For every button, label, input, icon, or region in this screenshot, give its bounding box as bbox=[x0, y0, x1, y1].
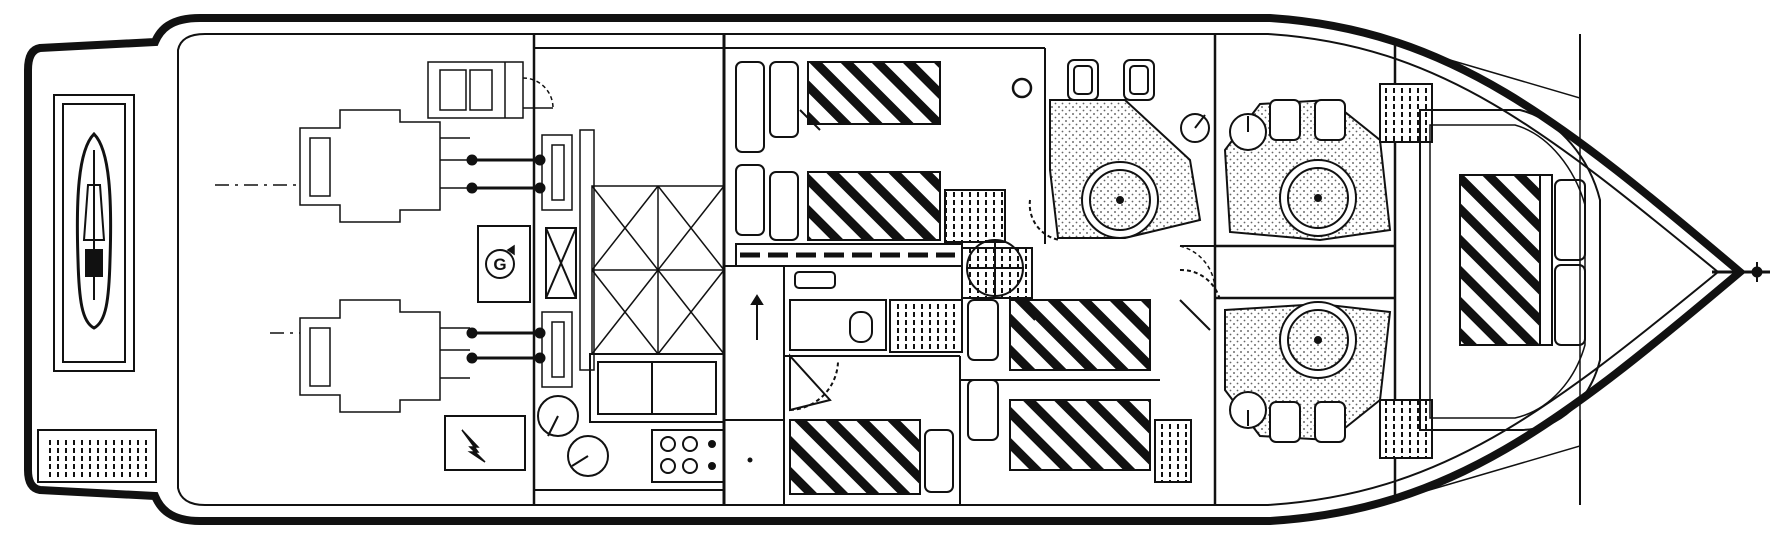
jet-ski-icon bbox=[75, 131, 113, 330]
generator-unit bbox=[427, 61, 554, 119]
port-engine bbox=[299, 109, 470, 223]
gearboxes bbox=[541, 134, 573, 388]
engine-room: G bbox=[215, 34, 725, 505]
lightning-icon bbox=[444, 415, 526, 471]
starboard-engine bbox=[299, 299, 470, 413]
stairs-arrow-icon bbox=[750, 294, 764, 340]
heads bbox=[1049, 59, 1392, 443]
closets bbox=[1379, 83, 1433, 459]
tank-area bbox=[591, 185, 725, 355]
anchor-icon bbox=[1712, 262, 1770, 282]
generator-label: G bbox=[493, 255, 506, 274]
mid-cabins bbox=[960, 48, 1221, 483]
forward-cabin bbox=[1394, 34, 1601, 505]
aft-cabins bbox=[724, 47, 1061, 505]
fuel-tanks-cross bbox=[545, 227, 577, 299]
swim-platform bbox=[37, 94, 157, 483]
shaft-lines bbox=[215, 184, 300, 334]
stove-icon bbox=[651, 429, 725, 483]
galley bbox=[533, 34, 726, 505]
sink-icon bbox=[966, 239, 1024, 297]
toilet-icon bbox=[849, 311, 873, 343]
generator-icon: G bbox=[477, 225, 531, 303]
